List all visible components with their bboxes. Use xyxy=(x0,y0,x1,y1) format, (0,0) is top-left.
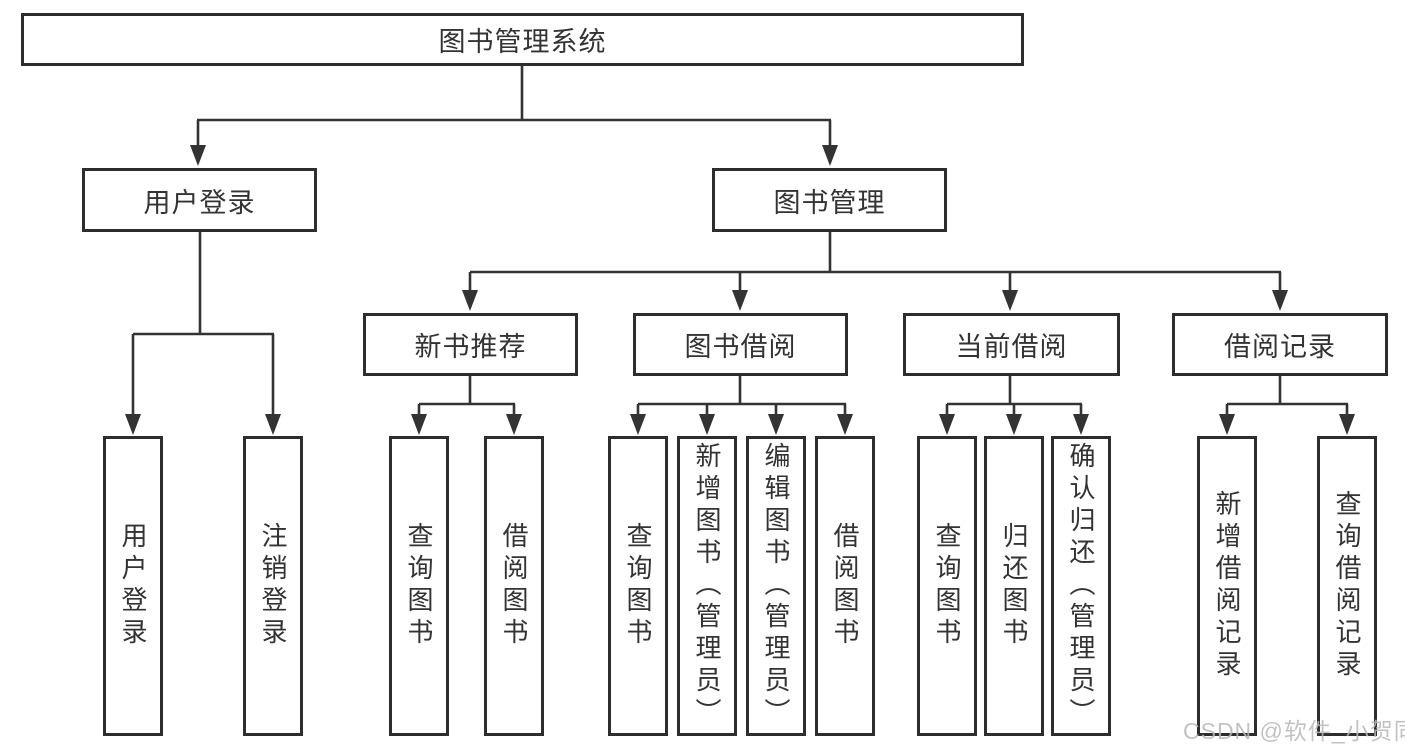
leaf-newbook-borrow-books: 借阅图书 xyxy=(484,436,544,736)
node-borrow-records-label: 借阅记录 xyxy=(1224,332,1336,362)
node-book-management: 图书管理 xyxy=(712,168,947,232)
leaf-current-query-books: 查询图书 xyxy=(917,436,977,736)
node-new-book-recommend: 新书推荐 xyxy=(363,313,578,376)
leaf-borrowing-borrow-books: 借阅图书 xyxy=(815,436,875,736)
leaf-current-return-books: 归还图书 xyxy=(984,436,1044,736)
node-current-borrowing-label: 当前借阅 xyxy=(955,332,1068,362)
leaf-current-confirm-return-admin: 确认归还（管理员） xyxy=(1051,436,1111,736)
node-user-login: 用户登录 xyxy=(82,168,317,232)
leaf-borrowing-add-books-admin: 新增图书（管理员） xyxy=(677,436,737,736)
node-new-book-recommend-label: 新书推荐 xyxy=(414,332,527,362)
csdn-watermark: CSDN @软件_小贺同学 xyxy=(1183,718,1405,744)
leaf-borrowing-query-books: 查询图书 xyxy=(608,436,668,736)
node-book-borrowing-label: 图书借阅 xyxy=(684,332,797,362)
node-borrow-records: 借阅记录 xyxy=(1172,313,1388,376)
node-root: 图书管理系统 xyxy=(21,13,1024,66)
node-root-label: 图书管理系统 xyxy=(438,27,607,57)
node-book-management-label: 图书管理 xyxy=(773,187,886,218)
node-current-borrowing: 当前借阅 xyxy=(903,313,1120,376)
leaf-records-query-record: 查询借阅记录 xyxy=(1317,436,1377,736)
leaf-borrowing-edit-books-admin: 编辑图书（管理员） xyxy=(746,436,806,736)
leaf-records-add-record: 新增借阅记录 xyxy=(1197,436,1257,736)
leaf-newbook-query-books: 查询图书 xyxy=(389,436,449,736)
leaf-logout: 注销登录 xyxy=(243,436,303,736)
node-book-borrowing: 图书借阅 xyxy=(633,313,848,376)
node-user-login-label: 用户登录 xyxy=(143,187,256,218)
leaf-user-login: 用户登录 xyxy=(103,436,163,736)
